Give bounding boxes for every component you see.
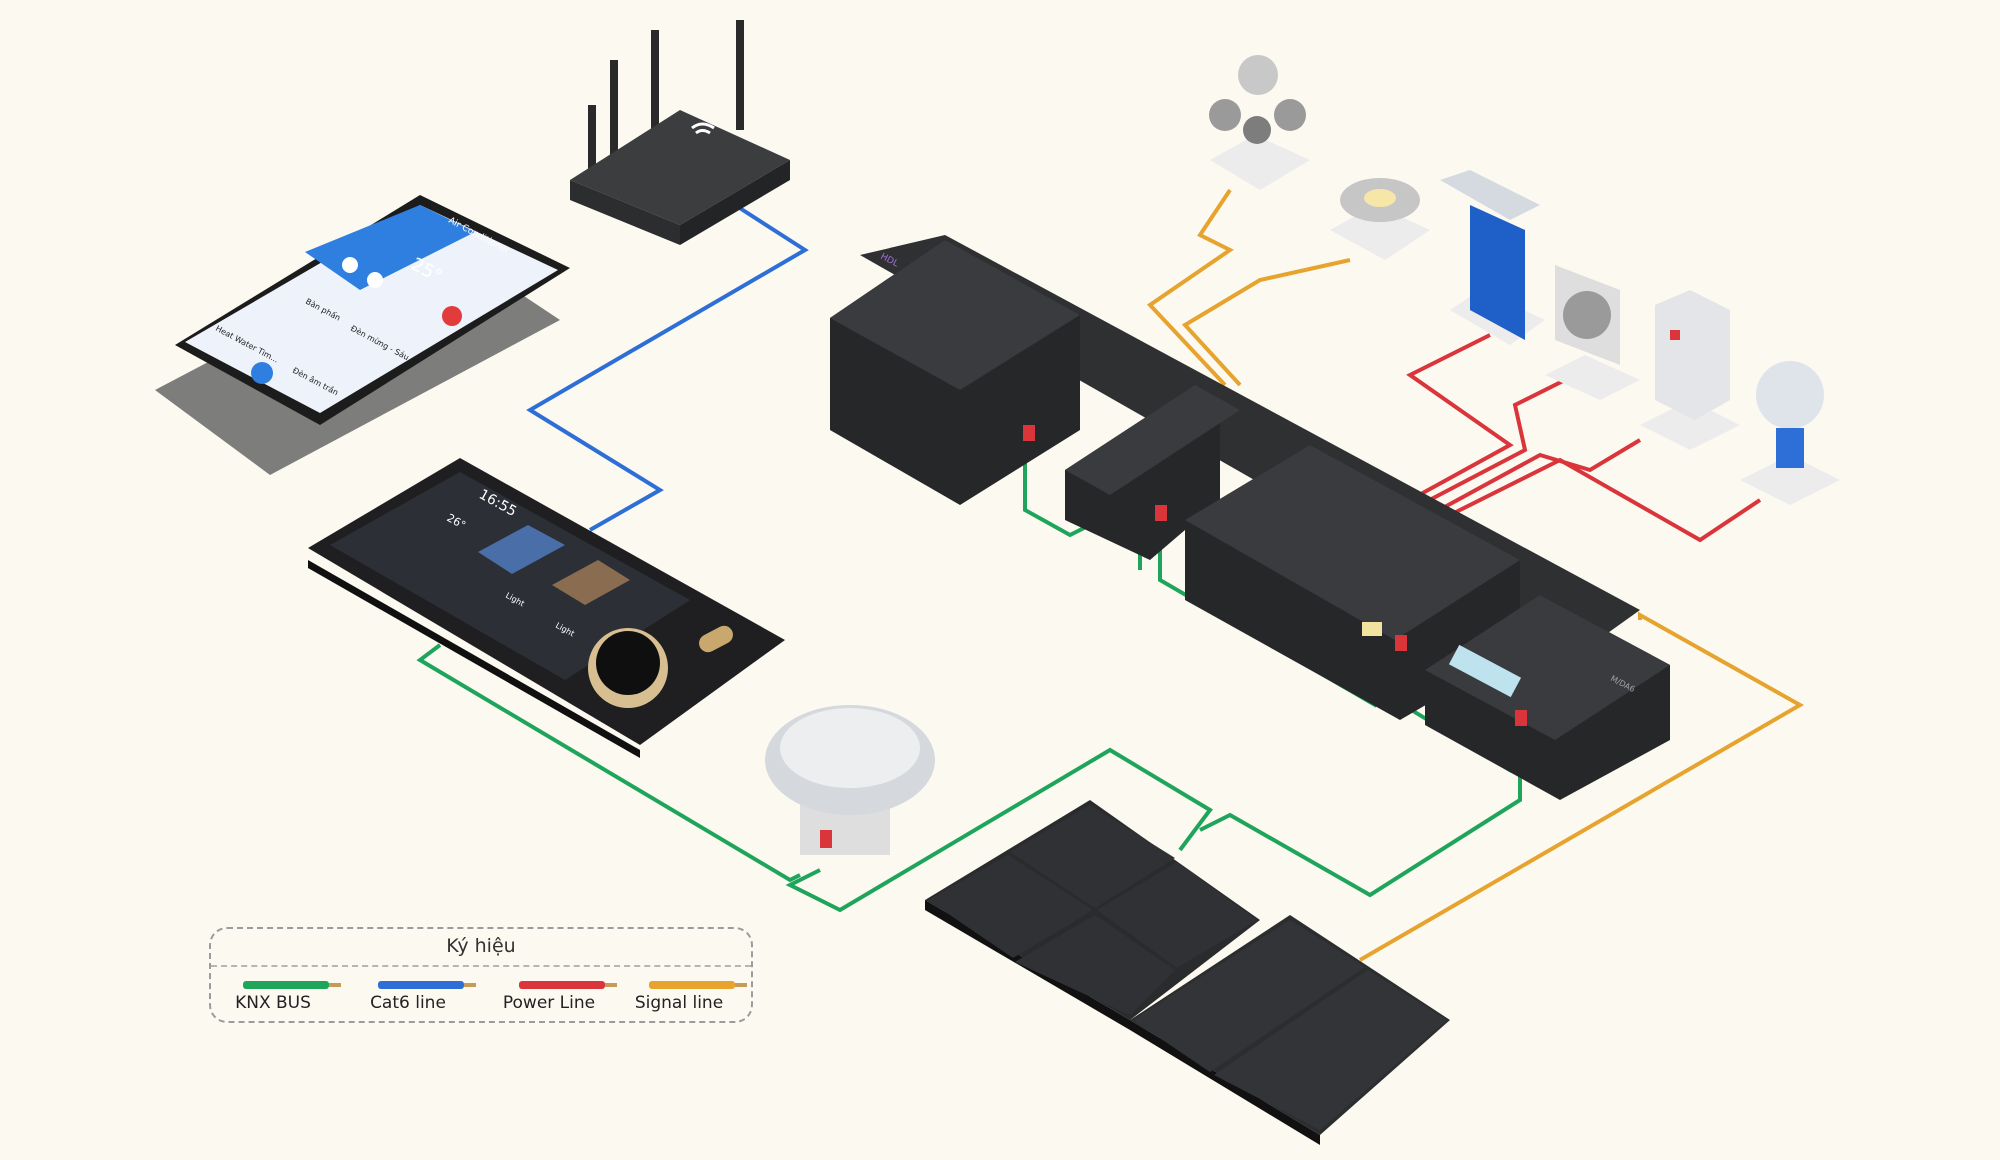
- power-wires: [1406, 333, 1762, 543]
- knx-panel-to-sensor: [416, 643, 801, 883]
- exhaust-fan: [1545, 265, 1640, 400]
- router: [570, 20, 790, 245]
- router-side: [680, 160, 790, 245]
- spotlight-head-3: [1243, 116, 1271, 144]
- sensor-dome-top: [780, 708, 920, 788]
- power-line-swatch: [519, 981, 617, 989]
- cat6-router-to-panel: [526, 203, 809, 532]
- keypad-2-btn-left[interactable]: [1133, 920, 1365, 1072]
- curtain-rail: [1440, 170, 1540, 220]
- module-2-top: [1065, 385, 1240, 495]
- din-module-rack: HDL M/DA6: [830, 235, 1670, 800]
- keypad-2-btn-right[interactable]: [1214, 970, 1447, 1130]
- panel-proximity-button[interactable]: [696, 623, 736, 656]
- legend-item-signal-line: Signal line: [619, 981, 747, 1013]
- module-4-dip-switch: [1448, 644, 1522, 698]
- phone-snow-icon[interactable]: [367, 272, 383, 288]
- cat6-line-swatch: [378, 981, 476, 989]
- heater-base: [1640, 400, 1740, 450]
- legend-title: Ký hiệu: [446, 935, 516, 957]
- power-fan: [1419, 373, 1576, 507]
- downlight-fixture: [1330, 178, 1430, 260]
- keypad-4-button[interactable]: [925, 800, 1260, 1030]
- legend-item-cat6-line: Cat6 line: [348, 981, 476, 1013]
- router-antenna-2: [610, 60, 618, 160]
- power-bulb: [1439, 457, 1762, 543]
- curtain-motor: [1440, 170, 1545, 345]
- panel-side: [308, 560, 640, 758]
- panel-tile-image-2: [552, 560, 630, 605]
- keypad-2-side: [1130, 1020, 1320, 1145]
- fan-base: [1545, 355, 1640, 400]
- keypad-4-btn-bottom[interactable]: [1015, 915, 1175, 1015]
- power-heater: [1429, 438, 1642, 517]
- touch-panel[interactable]: 16:55 26° Light Light: [308, 458, 785, 758]
- signal-wires: [1146, 188, 1805, 962]
- signal-spotlight: [1146, 188, 1234, 387]
- wifi-icon: [691, 122, 715, 135]
- spotlight-head-1: [1209, 99, 1241, 131]
- phone-home-icon[interactable]: [251, 362, 273, 384]
- fan-blade: [1563, 291, 1611, 339]
- smartphone[interactable]: Air Conditioner 25° Bàn phấn Đèn mừng - …: [155, 195, 570, 475]
- module-terminal-red-2: [1155, 505, 1167, 521]
- module-terminal-red-1: [1023, 425, 1035, 441]
- sensor-terminal-red: [820, 830, 832, 848]
- heater-body: [1655, 290, 1730, 420]
- legend-label-signal-line: Signal line: [634, 993, 724, 1013]
- panel-tile-image-1: [478, 525, 565, 574]
- legend-box: Ký hiệu KNX BUS Cat6 line Power Line Sig…: [209, 927, 753, 1023]
- router-front: [570, 180, 680, 245]
- keypad-4-btn-right[interactable]: [1097, 862, 1257, 968]
- legend-divider: [211, 965, 751, 967]
- bulb-glass: [1756, 361, 1824, 429]
- downlight-lens: [1364, 189, 1396, 207]
- spotlight-base: [1210, 135, 1310, 190]
- spotlight-mount: [1238, 55, 1278, 95]
- signal-line-swatch: [649, 981, 747, 989]
- router-antenna-3: [651, 30, 659, 130]
- module-terminal-red-4: [1515, 710, 1527, 726]
- phone-fan-icon[interactable]: [342, 257, 358, 273]
- module-terminal-yellow: [1362, 622, 1382, 636]
- bulb-socket: [1776, 428, 1804, 468]
- bulb-base-plate: [1740, 455, 1840, 505]
- light-bulb: [1740, 361, 1840, 505]
- spotlight-head-2: [1274, 99, 1306, 131]
- knx-sensor-to-keypad: [785, 747, 1213, 913]
- spotlight-fixture: [1209, 55, 1310, 190]
- keypad-4-btn-left[interactable]: [928, 855, 1093, 958]
- downlight-base: [1330, 205, 1430, 260]
- signal-downlight: [1181, 258, 1351, 387]
- legend-item-knx-bus: KNX BUS: [213, 981, 341, 1013]
- router-antenna-1: [588, 105, 596, 185]
- water-heater: [1640, 290, 1740, 450]
- legend-label-cat6-line: Cat6 line: [370, 993, 446, 1013]
- module-terminal-red-3: [1395, 635, 1407, 651]
- legend-label-knx-bus: KNX BUS: [235, 993, 311, 1013]
- phone-power-icon[interactable]: [442, 306, 462, 326]
- legend-label-power-line: Power Line: [502, 993, 596, 1013]
- legend-item-power-line: Power Line: [489, 981, 617, 1013]
- power-curtain: [1406, 333, 1514, 502]
- module-1-top: [830, 240, 1080, 390]
- panel-knob[interactable]: [596, 631, 660, 695]
- module-3-top: [1185, 445, 1520, 640]
- panel-screen: [330, 472, 690, 680]
- module-4-top: [1425, 595, 1670, 740]
- knx-bus-swatch: [243, 981, 341, 989]
- keypad-2-button[interactable]: [1130, 915, 1450, 1145]
- signal-keypad: [1358, 611, 1805, 962]
- curtain-fabric: [1470, 205, 1525, 340]
- phone-screen: [185, 205, 558, 413]
- router-top: [570, 110, 790, 225]
- ceiling-sensor: [765, 705, 935, 855]
- keypad-4-btn-top[interactable]: [1010, 805, 1175, 908]
- heater-indicator: [1670, 330, 1680, 340]
- router-antenna-4: [736, 20, 744, 130]
- cat6-wires: [526, 203, 809, 532]
